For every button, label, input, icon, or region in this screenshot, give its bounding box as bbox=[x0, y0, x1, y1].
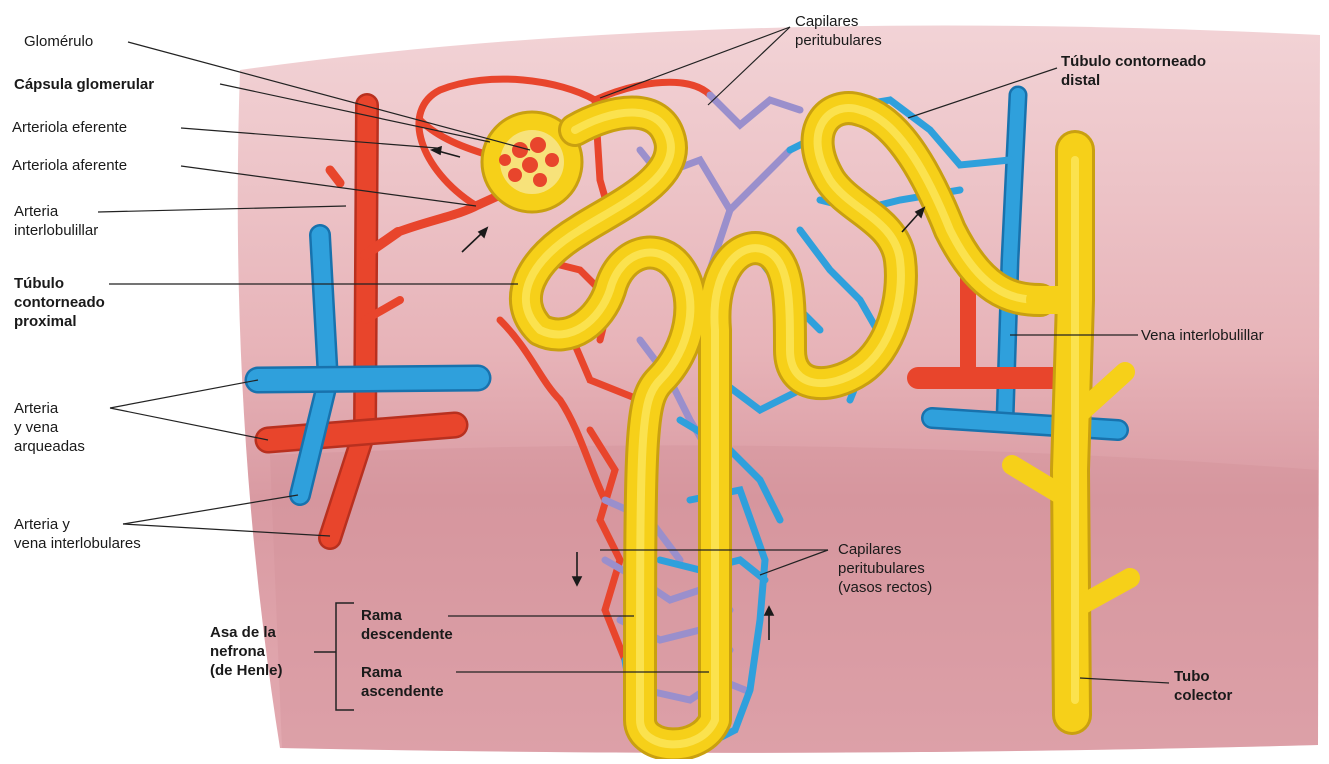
label-tubulo-proximal: Túbulo contorneado proximal bbox=[14, 274, 105, 331]
medulla-band bbox=[270, 445, 1318, 752]
label-arteria-vena-arqueadas: Arteria y vena arqueadas bbox=[14, 399, 85, 456]
label-rama-ascendente: Rama ascendente bbox=[361, 663, 444, 701]
label-arteria-interlobulillar: Arteria interlobulillar bbox=[14, 202, 98, 240]
label-rama-descendente: Rama descendente bbox=[361, 606, 453, 644]
arcuate-artery bbox=[268, 425, 455, 440]
label-capilares-vasos-rectos: Capilares peritubulares (vasos rectos) bbox=[838, 540, 932, 597]
label-tubulo-distal: Túbulo contorneado distal bbox=[1061, 52, 1206, 90]
label-arteria-vena-interlobulares: Arteria y vena interlobulares bbox=[14, 515, 141, 553]
label-capilares-peritubulares-top: Capilares peritubulares bbox=[795, 12, 882, 50]
label-asa-nefrona: Asa de la nefrona (de Henle) bbox=[210, 623, 283, 680]
label-arteriola-aferente: Arteriola aferente bbox=[12, 156, 127, 175]
label-glomerulo: Glomérulo bbox=[24, 32, 93, 51]
label-arteriola-eferente: Arteriola eferente bbox=[12, 118, 127, 137]
label-vena-interlobulillar: Vena interlobulillar bbox=[1141, 326, 1264, 345]
label-capsula-glomerular: Cápsula glomerular bbox=[14, 75, 154, 94]
label-tubo-colector: Tubo colector bbox=[1174, 667, 1232, 705]
arcuate-vein bbox=[258, 378, 478, 380]
